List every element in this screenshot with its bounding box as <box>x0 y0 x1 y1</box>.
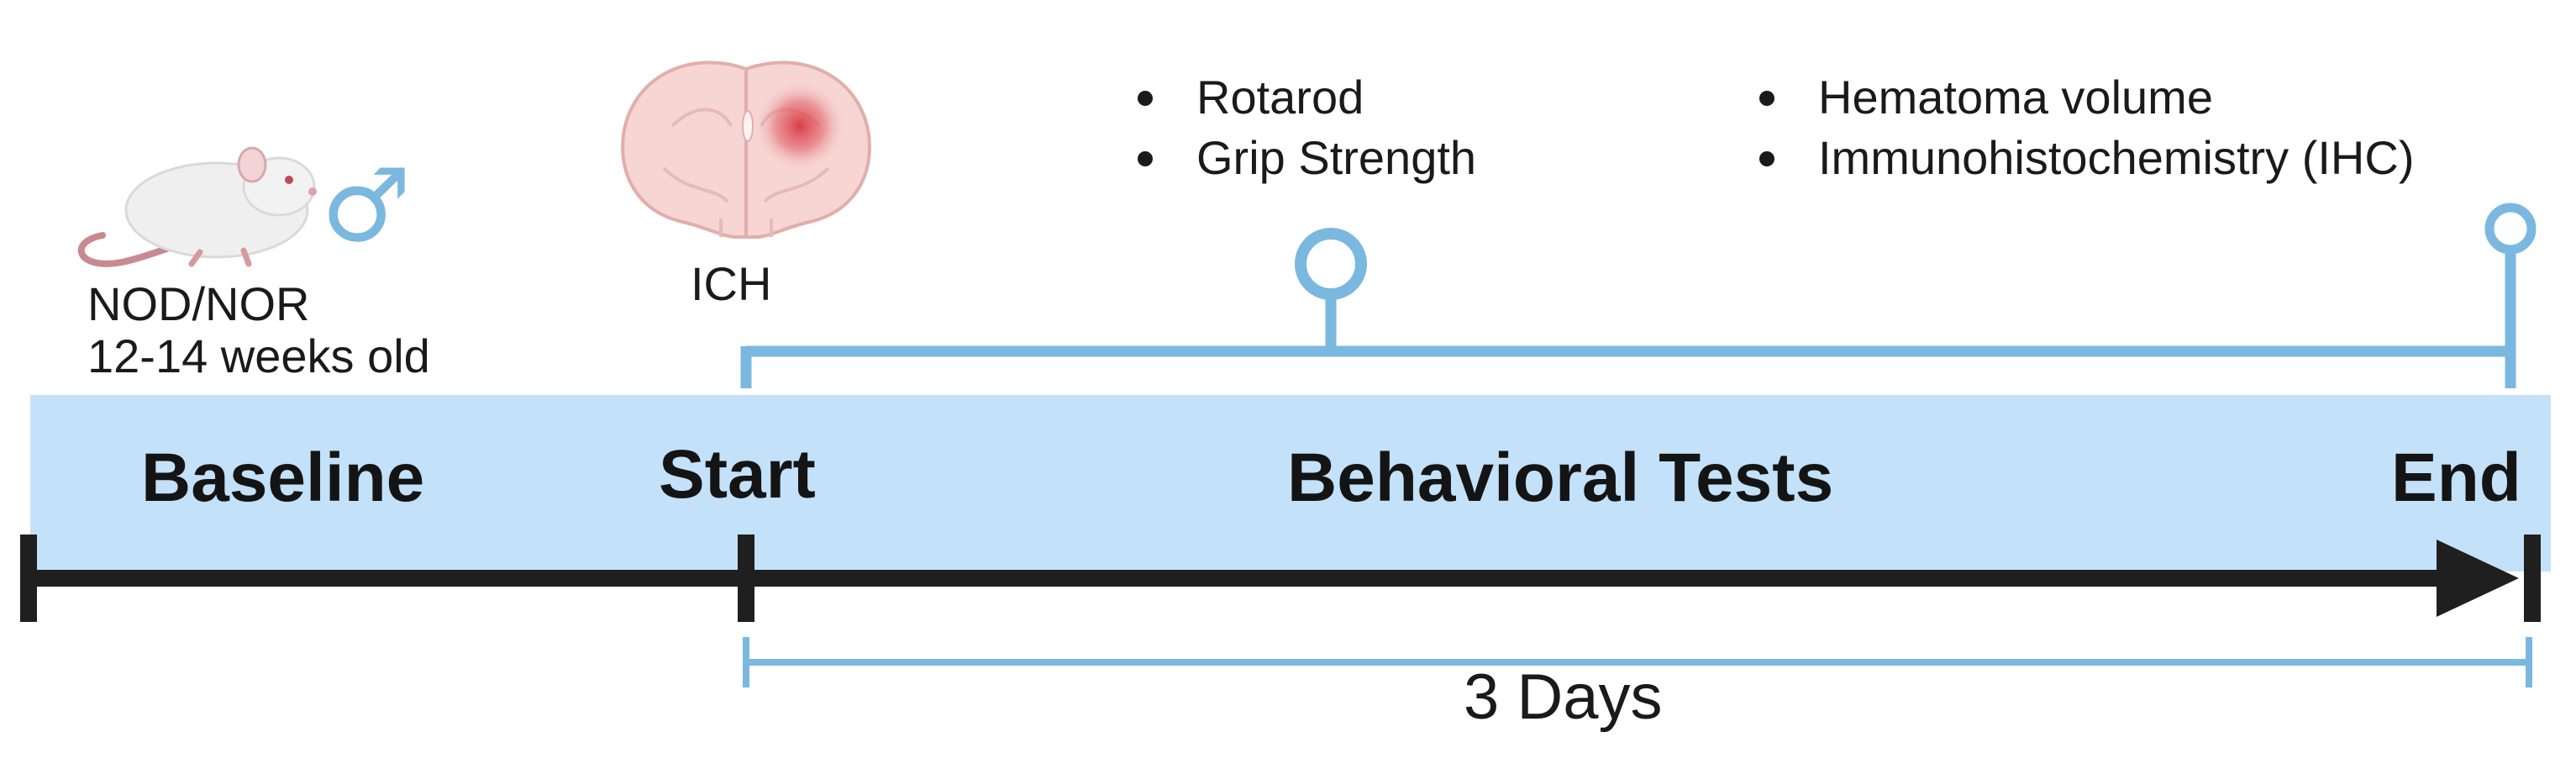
behavioral-test-list: Rotarod Grip Strength <box>1138 67 1476 188</box>
list-item: Hematoma volume <box>1759 67 2414 128</box>
list-item: Immunohistochemistry (IHC) <box>1759 128 2414 188</box>
endpoint-test-pin <box>2484 203 2537 351</box>
brain-hemorrhage-icon <box>621 61 871 239</box>
endpoint-test-list: Hematoma volume Immunohistochemistry (IH… <box>1759 67 2414 188</box>
main-timeline-arrow <box>20 535 2541 622</box>
phase-band <box>30 395 2551 571</box>
phase-label-baseline: Baseline <box>141 440 425 516</box>
subject-age: 12-14 weeks old <box>87 329 430 382</box>
phase-label-end: End <box>2391 440 2521 516</box>
mouse-icon <box>77 146 317 267</box>
phase-label-start: Start <box>659 436 816 513</box>
phase-label-behavioral-tests: Behavioral Tests <box>1287 440 1834 516</box>
test-window-bracket <box>740 345 2516 388</box>
duration-bracket <box>743 637 2532 687</box>
behavioral-test-pin <box>1295 228 1367 351</box>
list-item: Grip Strength <box>1138 128 1476 188</box>
injury-label: ICH <box>691 257 772 310</box>
list-item: Rotarod <box>1138 67 1476 128</box>
subject-strain: NOD/NOR <box>87 277 310 330</box>
duration-label: 3 Days <box>1464 661 1663 733</box>
male-symbol-icon: ♂ <box>321 148 412 265</box>
